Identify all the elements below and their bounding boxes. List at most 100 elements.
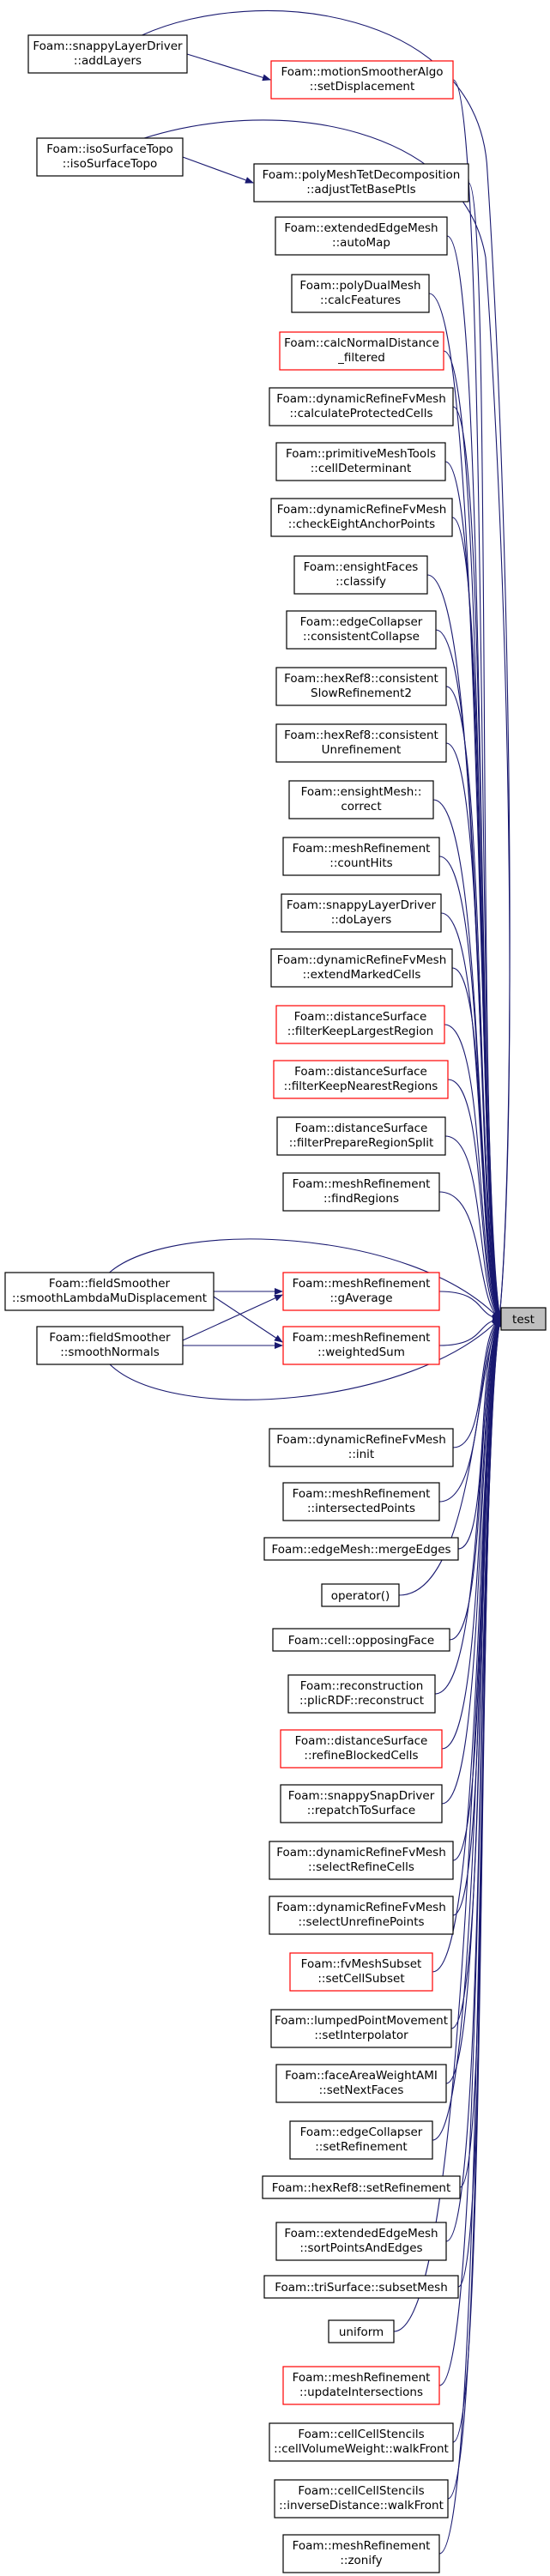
node-edgeCollapser-consistentCollapse[interactable]: Foam::edgeCollapser::consistentCollapse [286, 610, 437, 650]
node-cell-opposingFace[interactable]: Foam::cell::opposingFace [272, 1628, 450, 1652]
node-label: ::doLayers [331, 913, 392, 927]
node-meshRefinement-gAverage[interactable]: Foam::meshRefinement::gAverage [282, 1272, 440, 1311]
node-hexRef8-setRefinement[interactable]: Foam::hexRef8::setRefinement [262, 2175, 461, 2199]
edge-faceAreaWeightAMI-setNextFaces-to-test [445, 1318, 502, 2084]
node-label: ::plicRDF::reconstruct [299, 1694, 424, 1708]
node-motionSmootherAlgo-setDisplacement[interactable]: Foam::motionSmootherAlgo::setDisplacemen… [270, 60, 454, 100]
node-box [262, 2175, 461, 2199]
node-dynamicRefineFvMesh-selectRefineCells[interactable]: Foam::dynamicRefineFvMesh::selectRefineC… [269, 1841, 454, 1880]
node-isoSurfaceTopo-isoSurfaceTopo[interactable]: Foam::isoSurfaceTopo::isoSurfaceTopo [36, 137, 184, 177]
node-label: ::addLayers [74, 54, 142, 68]
node-label: correct [341, 800, 381, 813]
edge-operator-call-to-test [398, 1318, 501, 1596]
node-box [500, 1307, 547, 1331]
edge-smoothLambdaMuDisplacement-to-weightedSum [213, 1296, 283, 1343]
edge-triSurface-subsetMesh-to-test [457, 1318, 503, 2288]
node-meshRefinement-weightedSum[interactable]: Foam::meshRefinement::weightedSum [282, 1326, 440, 1365]
node-snappyLayerDriver-addLayers[interactable]: Foam::snappyLayerDriver::addLayers [27, 34, 188, 74]
node-lumpedPointMovement-setInterpolator[interactable]: Foam::lumpedPointMovement::setInterpolat… [270, 2009, 452, 2048]
node-meshRefinement-zonify[interactable]: Foam::meshRefinement::zonify [282, 2534, 440, 2573]
node-box [272, 1628, 450, 1652]
node-label: Foam::extendedEdgeMesh [284, 221, 438, 235]
node-box [291, 274, 430, 313]
edge-snappySnapDriver-repatchToSurface-to-test [441, 1318, 501, 1805]
node-label: Foam::distanceSurface [294, 1065, 427, 1079]
edges-layer [109, 10, 511, 2555]
node-edgeCollapser-setRefinement[interactable]: Foam::edgeCollapser::setRefinement [289, 2120, 433, 2160]
node-calcNormalDistance-filtered[interactable]: Foam::calcNormalDistance_filtered [279, 331, 444, 371]
node-label: ::gAverage [329, 1291, 392, 1305]
node-label: ::smoothLambdaMuDisplacement [12, 1291, 207, 1305]
node-uniform[interactable]: uniform [328, 2319, 395, 2343]
node-label: ::filterKeepLargestRegion [287, 1025, 433, 1038]
node-test[interactable]: test [500, 1307, 547, 1331]
node-box [269, 1428, 454, 1467]
node-ensightMesh-correct[interactable]: Foam::ensightMesh::correct [288, 780, 434, 819]
node-snappyLayerDriver-doLayers[interactable]: Foam::snappyLayerDriver::doLayers [281, 893, 442, 933]
node-box [36, 137, 184, 177]
node-distanceSurface-refineBlockedCells[interactable]: Foam::distanceSurface::refineBlockedCell… [280, 1729, 443, 1769]
node-box [275, 723, 447, 763]
node-box [328, 2319, 395, 2343]
node-box [275, 442, 446, 481]
node-label: ::setDisplacement [310, 80, 415, 94]
node-snappySnapDriver-repatchToSurface[interactable]: Foam::snappySnapDriver::repatchToSurface [280, 1784, 443, 1823]
node-dynamicRefineFvMesh-calculateProtectedCells[interactable]: Foam::dynamicRefineFvMesh::calculateProt… [269, 387, 454, 426]
node-triSurface-subsetMesh[interactable]: Foam::triSurface::subsetMesh [263, 2275, 459, 2299]
node-extendedEdgeMesh-autoMap[interactable]: Foam::extendedEdgeMesh::autoMap [275, 216, 448, 256]
edge-extendedEdgeMesh-autoMap-to-test [446, 235, 503, 1320]
edge-lumpedPointMovement-setInterpolator-to-test [450, 1318, 502, 2029]
edge-fvMeshSubset-setCellSubset-to-test [432, 1318, 502, 1973]
node-fieldSmoother-smoothNormals[interactable]: Foam::fieldSmoother::smoothNormals [36, 1326, 184, 1365]
node-box [282, 1482, 440, 1521]
node-faceAreaWeightAMI-setNextFaces[interactable]: Foam::faceAreaWeightAMI::setNextFaces [275, 2064, 447, 2103]
edge-hexRef8-consistentUnrefinement-to-test [445, 742, 501, 1320]
node-operator-call[interactable]: operator() [321, 1583, 400, 1607]
node-dynamicRefineFvMesh-checkEightAnchorPoints[interactable]: Foam::dynamicRefineFvMesh::checkEightAnc… [270, 498, 453, 537]
node-distanceSurface-filterKeepNearestRegions[interactable]: Foam::distanceSurface::filterKeepNearest… [273, 1060, 449, 1099]
node-label: Foam::primitiveMeshTools [286, 447, 436, 461]
node-box [274, 2479, 449, 2519]
node-label: ::updateIntersections [299, 2386, 423, 2399]
node-polyDualMesh-calcFeatures[interactable]: Foam::polyDualMesh::calcFeatures [291, 274, 430, 313]
node-label: _filtered [337, 351, 385, 365]
node-meshRefinement-countHits[interactable]: Foam::meshRefinement::countHits [282, 837, 440, 876]
node-polyMeshTetDecomposition-adjustTetBasePtIs[interactable]: Foam::polyMeshTetDecomposition::adjustTe… [253, 163, 469, 203]
edge-distanceSurface-filterKeepNearestRegions-to-test [447, 1079, 501, 1320]
edge-cellCellStencils-inverseDistance-walkFront-to-test [447, 1318, 503, 2500]
node-label: Foam::hexRef8::consistent [284, 672, 438, 686]
node-primitiveMeshTools-cellDeterminant[interactable]: Foam::primitiveMeshTools::cellDeterminan… [275, 442, 446, 481]
node-meshRefinement-intersectedPoints[interactable]: Foam::meshRefinement::intersectedPoints [282, 1482, 440, 1521]
node-label: ::findRegions [323, 1192, 399, 1206]
node-box [253, 163, 469, 203]
node-label: Foam::cellCellStencils [298, 2428, 424, 2441]
node-label: test [512, 1313, 535, 1327]
node-box [275, 2064, 447, 2103]
node-meshRefinement-findRegions[interactable]: Foam::meshRefinement::findRegions [282, 1172, 440, 1212]
node-cellCellStencils-inverseDistance-walkFront[interactable]: Foam::cellCellStencils::inverseDistance:… [274, 2479, 449, 2519]
node-box [269, 1896, 454, 1935]
node-label: Foam::meshRefinement [293, 1487, 431, 1501]
node-meshRefinement-updateIntersections[interactable]: Foam::meshRefinement::updateIntersection… [282, 2366, 440, 2405]
node-dynamicRefineFvMesh-selectUnrefinePoints[interactable]: Foam::dynamicRefineFvMesh::selectUnrefin… [269, 1896, 454, 1935]
node-distanceSurface-filterPrepareRegionSplit[interactable]: Foam::distanceSurface::filterPrepareRegi… [276, 1116, 446, 1156]
node-label: SlowRefinement2 [311, 686, 412, 700]
node-distanceSurface-filterKeepLargestRegion[interactable]: Foam::distanceSurface::filterKeepLargest… [275, 1005, 445, 1044]
node-fvMeshSubset-setCellSubset[interactable]: Foam::fvMeshSubset::setCellSubset [289, 1952, 433, 1992]
node-label: Foam::distanceSurface [294, 1010, 427, 1024]
node-edgeMesh-mergeEdges[interactable]: Foam::edgeMesh::mergeEdges [263, 1537, 459, 1561]
node-extendedEdgeMesh-sortPointsAndEdges[interactable]: Foam::extendedEdgeMesh::sortPointsAndEdg… [275, 2222, 447, 2261]
node-label: Foam::edgeCollapser [300, 615, 423, 629]
node-ensightFaces-classify[interactable]: Foam::ensightFaces::classify [293, 555, 428, 595]
node-cellCellStencils-cellVolumeWeight-walkFront[interactable]: Foam::cellCellStencils::cellVolumeWeight… [269, 2422, 454, 2462]
node-label: ::autoMap [332, 236, 390, 250]
edge-polyMeshTetDecomposition-adjustTetBasePtIs-to-test [468, 182, 503, 1320]
node-dynamicRefineFvMesh-init[interactable]: Foam::dynamicRefineFvMesh::init [269, 1428, 454, 1467]
node-reconstruction-plicRDF-reconstruct[interactable]: Foam::reconstruction::plicRDF::reconstru… [287, 1674, 436, 1714]
node-fieldSmoother-smoothLambdaMuDisplacement[interactable]: Foam::fieldSmoother::smoothLambdaMuDispl… [4, 1272, 215, 1311]
node-box [269, 1841, 454, 1880]
node-dynamicRefineFvMesh-extendMarkedCells[interactable]: Foam::dynamicRefineFvMesh::extendMarkedC… [270, 948, 453, 988]
